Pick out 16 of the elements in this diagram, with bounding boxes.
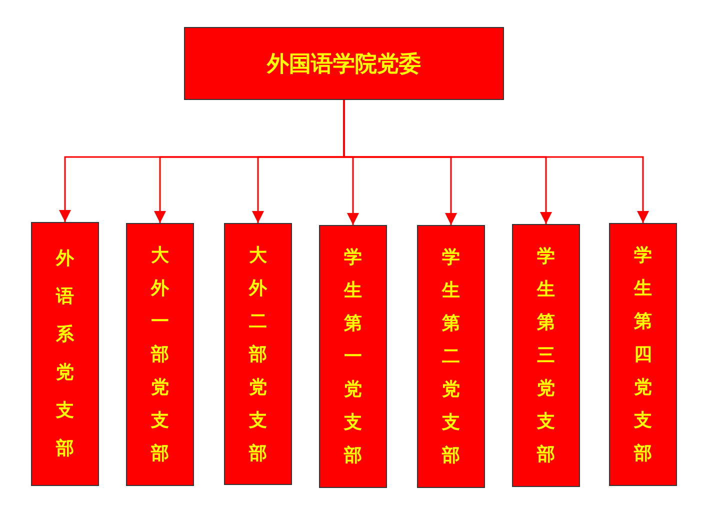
node-label: 大外一部党支部 (151, 244, 169, 466)
branch-box (417, 225, 485, 488)
node-label: 外国语学院党委 (267, 50, 421, 78)
branch-box (512, 224, 580, 487)
committee-box (184, 27, 504, 100)
node-label: 学生第一党支部 (344, 246, 362, 468)
node-label: 外语系党支部 (56, 247, 74, 461)
branch-box (609, 223, 677, 486)
node-label: 学生第三党支部 (537, 245, 555, 467)
node-label: 大外二部党支部 (249, 244, 267, 466)
branch-box (31, 222, 99, 486)
node-label: 学生第四党支部 (634, 244, 652, 466)
branch-box (319, 225, 387, 488)
branch-box (224, 223, 292, 485)
node-label: 学生第二党支部 (442, 246, 460, 468)
branch-box (126, 223, 194, 486)
